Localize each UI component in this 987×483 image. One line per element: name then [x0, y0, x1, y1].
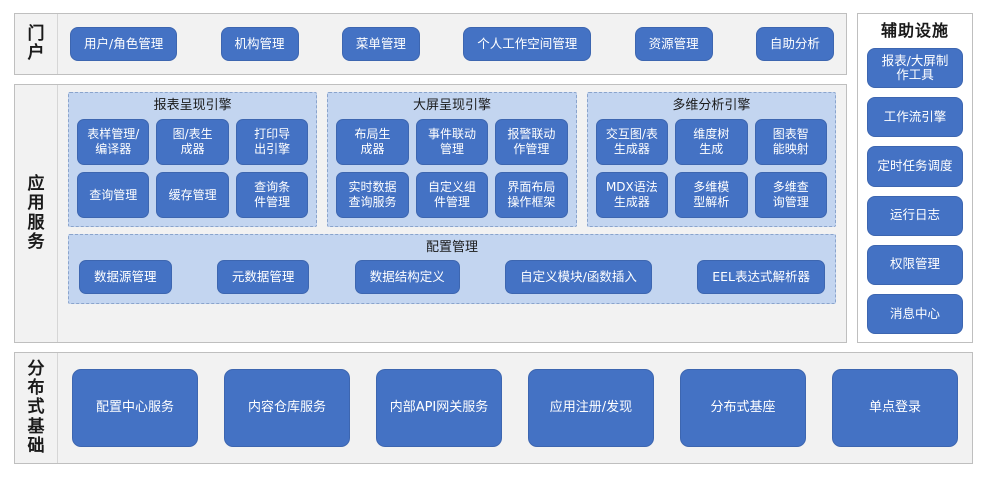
engine-module-button[interactable]: 图/表生 成器 — [156, 118, 229, 165]
engine-module-button[interactable]: 实时数据 查询服务 — [336, 171, 409, 218]
distributed-base-button[interactable]: 应用注册/发现 — [528, 369, 654, 447]
application-services-label: 应用服务 — [15, 85, 58, 342]
engine-module-button[interactable]: 自定义组 件管理 — [415, 171, 489, 218]
config-management-button[interactable]: EEL表达式解析器 — [697, 260, 825, 295]
config-management-panel: 配置管理 数据源管理 元数据管理 数据结构定义 自定义模块/函数插入 EEL表达式解析器 — [68, 233, 836, 305]
config-management-button-row: 数据源管理 元数据管理 数据结构定义 自定义模块/函数插入 EEL表达式解析器 — [79, 260, 825, 295]
engine-module-button[interactable]: 交互图/表 生成器 — [595, 118, 669, 165]
auxiliary-facilities-title: 辅助设施 — [880, 21, 949, 40]
portal-button[interactable]: 机构管理 — [220, 27, 299, 61]
application-services-section: 应用服务 报表呈现引擎表样管理/ 编译器图/表生 成器打印导 出引擎查询管理缓存… — [14, 84, 847, 343]
engine-module-button[interactable]: 多维模 型解析 — [675, 171, 748, 218]
engine-module-button[interactable]: 多维查 询管理 — [754, 171, 827, 218]
config-management-button[interactable]: 数据源管理 — [79, 260, 172, 295]
distributed-base-button-row: 配置中心服务内容仓库服务内部API网关服务应用注册/发现分布式基座单点登录 — [58, 353, 972, 463]
auxiliary-facility-button[interactable]: 运行日志 — [867, 195, 963, 236]
distributed-base-label-text: 分布式基础 — [27, 359, 46, 456]
config-management-button[interactable]: 自定义模块/函数插入 — [505, 260, 652, 295]
auxiliary-facility-button[interactable]: 报表/大屏制 作工具 — [867, 48, 963, 89]
portal-section: 门户 用户/角色管理 机构管理 菜单管理 个人工作空间管理 资源管理 自助分析 — [14, 13, 847, 75]
application-services-label-text: 应用服务 — [27, 174, 46, 252]
engine-module-button[interactable]: 维度树 生成 — [675, 118, 748, 165]
engine-module-button[interactable]: 报警联动 作管理 — [495, 118, 568, 165]
engine-module-button[interactable]: MDX语法 生成器 — [595, 171, 669, 218]
auxiliary-facilities-list: 报表/大屏制 作工具工作流引擎定时任务调度运行日志权限管理消息中心 — [867, 48, 963, 335]
application-services-body: 报表呈现引擎表样管理/ 编译器图/表生 成器打印导 出引擎查询管理缓存管理查询条… — [58, 85, 846, 342]
portal-section-label: 门户 — [15, 14, 58, 74]
engine-module-grid: 布局生 成器事件联动 管理报警联动 作管理实时数据 查询服务自定义组 件管理界面… — [336, 118, 568, 218]
engine-module-button[interactable]: 查询管理 — [77, 171, 150, 218]
engine-module-button[interactable]: 界面布局 操作框架 — [495, 171, 568, 218]
engine-panel: 报表呈现引擎表样管理/ 编译器图/表生 成器打印导 出引擎查询管理缓存管理查询条… — [68, 92, 318, 227]
portal-button[interactable]: 资源管理 — [634, 27, 713, 61]
portal-button[interactable]: 菜单管理 — [341, 27, 420, 61]
engine-panel: 大屏呈现引擎布局生 成器事件联动 管理报警联动 作管理实时数据 查询服务自定义组… — [327, 92, 577, 227]
distributed-base-label: 分布式基础 — [15, 353, 58, 463]
engine-panel-title: 多维分析引擎 — [672, 98, 751, 113]
engine-module-button[interactable]: 表样管理/ 编译器 — [77, 118, 150, 165]
engine-module-button[interactable]: 图表智 能映射 — [754, 118, 827, 165]
auxiliary-facility-button[interactable]: 定时任务调度 — [867, 146, 963, 187]
distributed-base-button[interactable]: 分布式基座 — [680, 369, 806, 447]
auxiliary-facilities-section: 辅助设施 报表/大屏制 作工具工作流引擎定时任务调度运行日志权限管理消息中心 — [857, 13, 973, 343]
engine-module-grid: 表样管理/ 编译器图/表生 成器打印导 出引擎查询管理缓存管理查询条 件管理 — [77, 118, 309, 218]
engine-module-button[interactable]: 缓存管理 — [156, 171, 229, 218]
portal-section-label-text: 门户 — [27, 23, 46, 63]
engine-panel: 多维分析引擎交互图/表 生成器维度树 生成图表智 能映射 MDX语法 生成器多维模… — [586, 92, 836, 227]
config-management-title: 配置管理 — [425, 239, 478, 255]
auxiliary-facility-button[interactable]: 权限管理 — [867, 244, 963, 285]
auxiliary-facility-button[interactable]: 工作流引擎 — [867, 97, 963, 138]
portal-button[interactable]: 个人工作空间管理 — [463, 27, 592, 61]
engine-panel-title: 大屏呈现引擎 — [412, 98, 491, 113]
portal-button-row: 用户/角色管理 机构管理 菜单管理 个人工作空间管理 资源管理 自助分析 — [58, 14, 846, 74]
portal-button[interactable]: 用户/角色管理 — [70, 27, 178, 61]
engine-panel-row: 报表呈现引擎表样管理/ 编译器图/表生 成器打印导 出引擎查询管理缓存管理查询条… — [68, 92, 836, 227]
auxiliary-facility-button[interactable]: 消息中心 — [867, 293, 963, 335]
distributed-base-button[interactable]: 单点登录 — [832, 369, 958, 447]
distributed-base-button[interactable]: 内容仓库服务 — [224, 369, 350, 447]
distributed-base-button[interactable]: 配置中心服务 — [72, 369, 198, 447]
portal-button[interactable]: 自助分析 — [755, 27, 834, 61]
distributed-base-button[interactable]: 内部API网关服务 — [376, 369, 502, 447]
config-management-button[interactable]: 元数据管理 — [216, 260, 310, 295]
engine-module-button[interactable]: 布局生 成器 — [336, 118, 409, 165]
engine-module-button[interactable]: 事件联动 管理 — [415, 118, 489, 165]
engine-module-button[interactable]: 打印导 出引擎 — [235, 118, 309, 165]
engine-panel-title: 报表呈现引擎 — [153, 98, 232, 113]
engine-module-grid: 交互图/表 生成器维度树 生成图表智 能映射 MDX语法 生成器多维模 型解析多维… — [595, 118, 827, 218]
config-management-button[interactable]: 数据结构定义 — [354, 260, 460, 295]
engine-module-button[interactable]: 查询条 件管理 — [235, 171, 309, 218]
distributed-base-section: 分布式基础 配置中心服务内容仓库服务内部API网关服务应用注册/发现分布式基座单… — [14, 352, 973, 464]
